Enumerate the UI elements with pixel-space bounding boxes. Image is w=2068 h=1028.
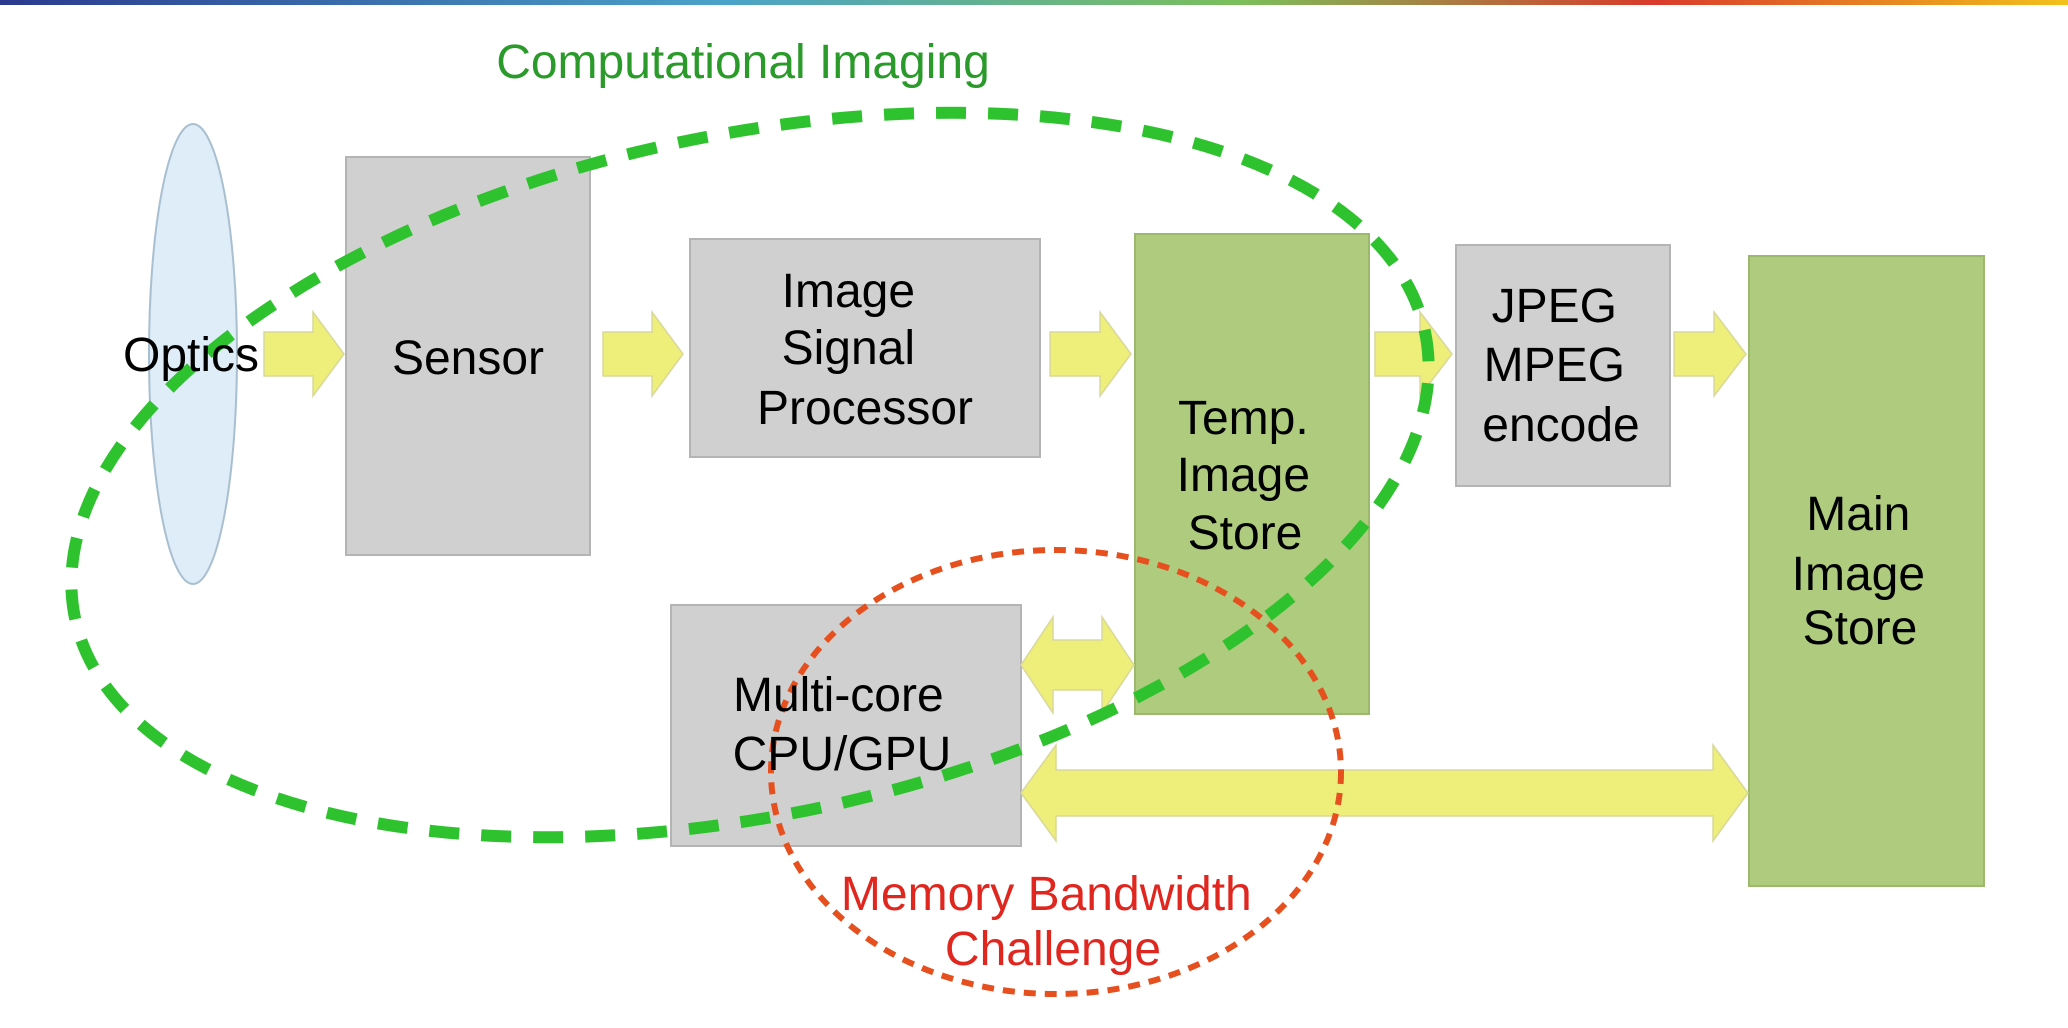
temp-image-store-label: Temp. Image Store [1177,392,1324,560]
computational-imaging-label: Computational Imaging [496,36,990,89]
arrow-optics-to-sensor [263,309,345,399]
main-image-store-label: Main Image Store [1792,488,1939,655]
jpeg-mpeg-encode-block [1455,244,1671,487]
temp-image-store-block [1134,233,1370,715]
arrow-isp-to-temp-store [1049,309,1132,399]
multi-core-cpu-gpu-label: Multi-core CPU/GPU [733,669,957,781]
arrow-temp-store-to-encode [1374,309,1453,399]
sensor-label: Sensor [392,332,544,385]
memory-bandwidth-outline [768,547,1344,997]
arrow-cpu-main-store-bidirectional [1020,742,1749,844]
memory-bandwidth-challenge-label: Memory Bandwidth Challenge [841,868,1265,976]
multi-core-cpu-gpu-block [670,604,1022,847]
main-image-store-block [1748,255,1985,887]
arrow-cpu-temp-store-bidirectional [1020,614,1135,716]
computational-imaging-outline [65,106,1435,844]
jpeg-mpeg-encode-label: JPEG MPEG encode [1482,280,1639,452]
arrow-sensor-to-isp [602,309,684,399]
arrow-encode-to-main-store [1673,309,1747,399]
optics-lens [148,123,238,585]
image-signal-processor-block [689,238,1041,458]
top-accent-bar [0,0,2068,5]
isp-label: Image Signal Processor [757,265,973,435]
optics-label: Optics [123,329,259,382]
sensor-block [345,156,591,556]
